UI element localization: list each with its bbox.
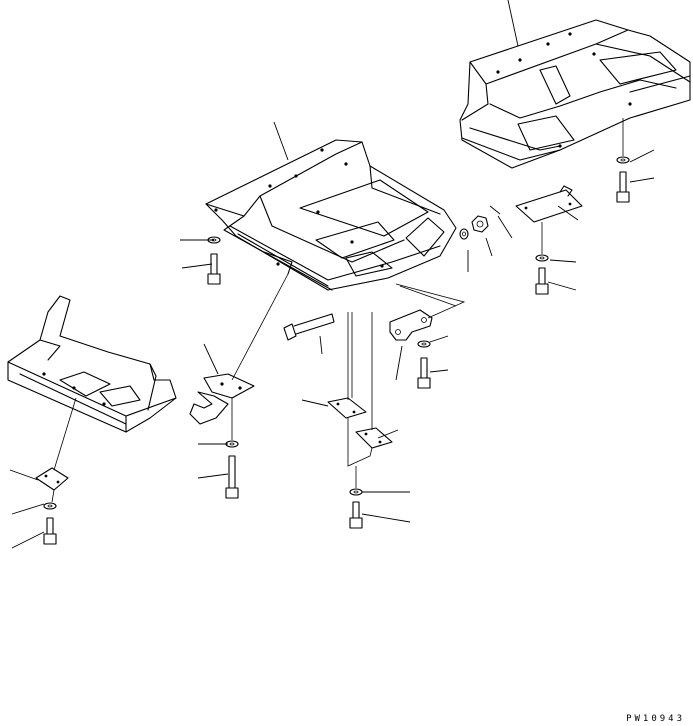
long-bolt[interactable] <box>283 313 335 341</box>
washer-bolt-set-5[interactable] <box>225 440 239 499</box>
washer-bolt-set-7[interactable] <box>43 502 57 545</box>
washer-bolt-set-6[interactable] <box>349 488 363 529</box>
cover-plate-a[interactable] <box>327 397 367 419</box>
washer[interactable] <box>459 228 469 240</box>
washer-bolt-set-4[interactable] <box>417 340 431 389</box>
washer-bolt-set-3[interactable] <box>535 254 549 295</box>
assembly-lines <box>51 118 624 503</box>
front-guard-plate[interactable] <box>7 295 177 433</box>
tow-hook[interactable] <box>189 373 255 425</box>
bracket[interactable] <box>389 309 433 341</box>
center-guard-plate[interactable] <box>205 139 457 291</box>
washer-bolt-set-2[interactable] <box>616 156 630 203</box>
rear-guard-plate[interactable] <box>459 19 691 169</box>
cover-plate-right[interactable] <box>515 185 583 223</box>
cover-plate-b[interactable] <box>355 427 393 449</box>
leader-lines <box>9 0 655 549</box>
cover-plate-left[interactable] <box>35 467 69 491</box>
washer-bolt-set-1[interactable] <box>207 236 221 285</box>
nut[interactable] <box>471 215 489 233</box>
drawing-number: PW10943 <box>626 714 685 724</box>
